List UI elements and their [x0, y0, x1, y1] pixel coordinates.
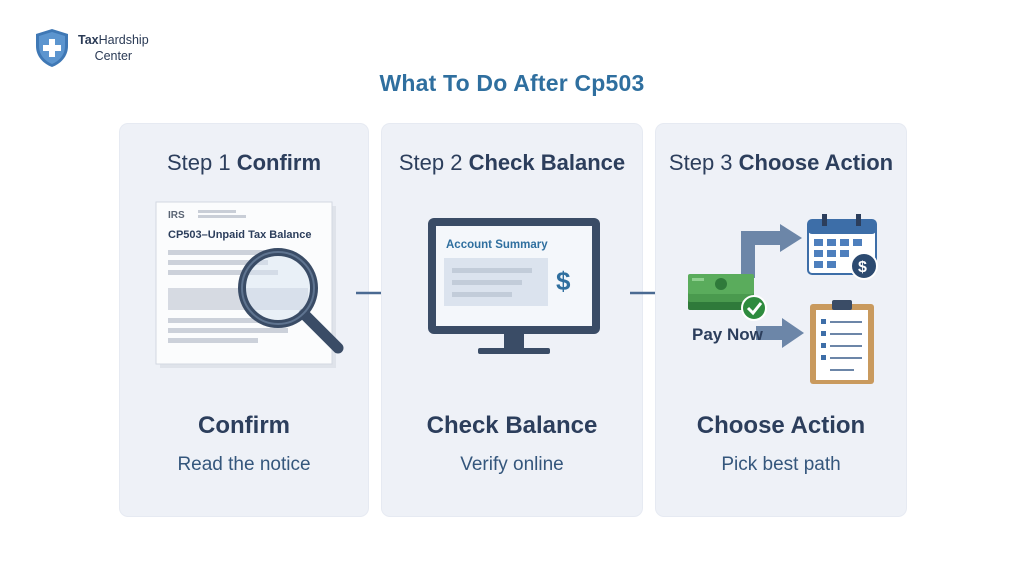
dollar-sign: $ [556, 266, 571, 296]
step-subtitle: Read the notice [177, 454, 311, 475]
step-heading: Step 1 Confirm [120, 150, 368, 176]
step-title: Confirm [198, 412, 290, 439]
step-name: Check Balance [468, 150, 626, 175]
notice-document-illustration: IRS CP503–Unpaid Tax Balance [155, 201, 344, 368]
shield-cross-icon [36, 29, 68, 67]
monitor-icon: Account Summary $ [428, 218, 600, 354]
brand-name: TaxHardship Center [78, 32, 149, 64]
step-subtitle: Pick best path [721, 454, 841, 475]
action-options-illustration: Pay Now $ [688, 214, 878, 384]
brand-line2: Center [94, 49, 133, 63]
doc-title: CP503–Unpaid Tax Balance [168, 229, 311, 241]
page-title: What To Do After Cp503 [379, 70, 645, 96]
step-card-check-balance: Step 2 Check Balance Account Summary $ C… [382, 124, 642, 516]
cash-stack-icon [688, 274, 754, 310]
calendar-dollar-icon: $ [807, 214, 878, 280]
magnifying-glass-icon [238, 248, 344, 354]
clipboard-checklist-icon [810, 300, 874, 384]
screen-title: Account Summary [446, 239, 548, 251]
right-arrow-icon [756, 318, 804, 348]
step-heading: Step 3 Choose Action [656, 150, 906, 176]
step-subtitle: Verify online [460, 454, 564, 475]
step-title: Choose Action [696, 412, 866, 439]
step-number: Step 2 [398, 150, 463, 175]
step-number: Step 1 [166, 150, 231, 175]
up-arrow-icon [741, 224, 802, 278]
step-number: Step 3 [668, 150, 733, 175]
check-badge-icon [741, 295, 767, 321]
step-card-confirm: Step 1 Confirm IRS CP503–Unpaid Tax Bala… [120, 124, 368, 516]
step-name: Choose Action [738, 150, 894, 175]
brand-rest: Hardship [98, 33, 149, 47]
pay-now-label: Pay Now [692, 325, 764, 344]
step-heading: Step 2 Check Balance [382, 150, 642, 176]
brand-logo: TaxHardship Center [34, 28, 149, 68]
step-name: Confirm [236, 150, 322, 175]
step-title: Check Balance [426, 412, 598, 439]
calendar-dollar-sign: $ [858, 259, 867, 276]
step-card-choose-action: Step 3 Choose Action Pay Now [656, 124, 906, 516]
doc-header: IRS [168, 210, 185, 221]
brand-bold: Tax [78, 33, 99, 47]
